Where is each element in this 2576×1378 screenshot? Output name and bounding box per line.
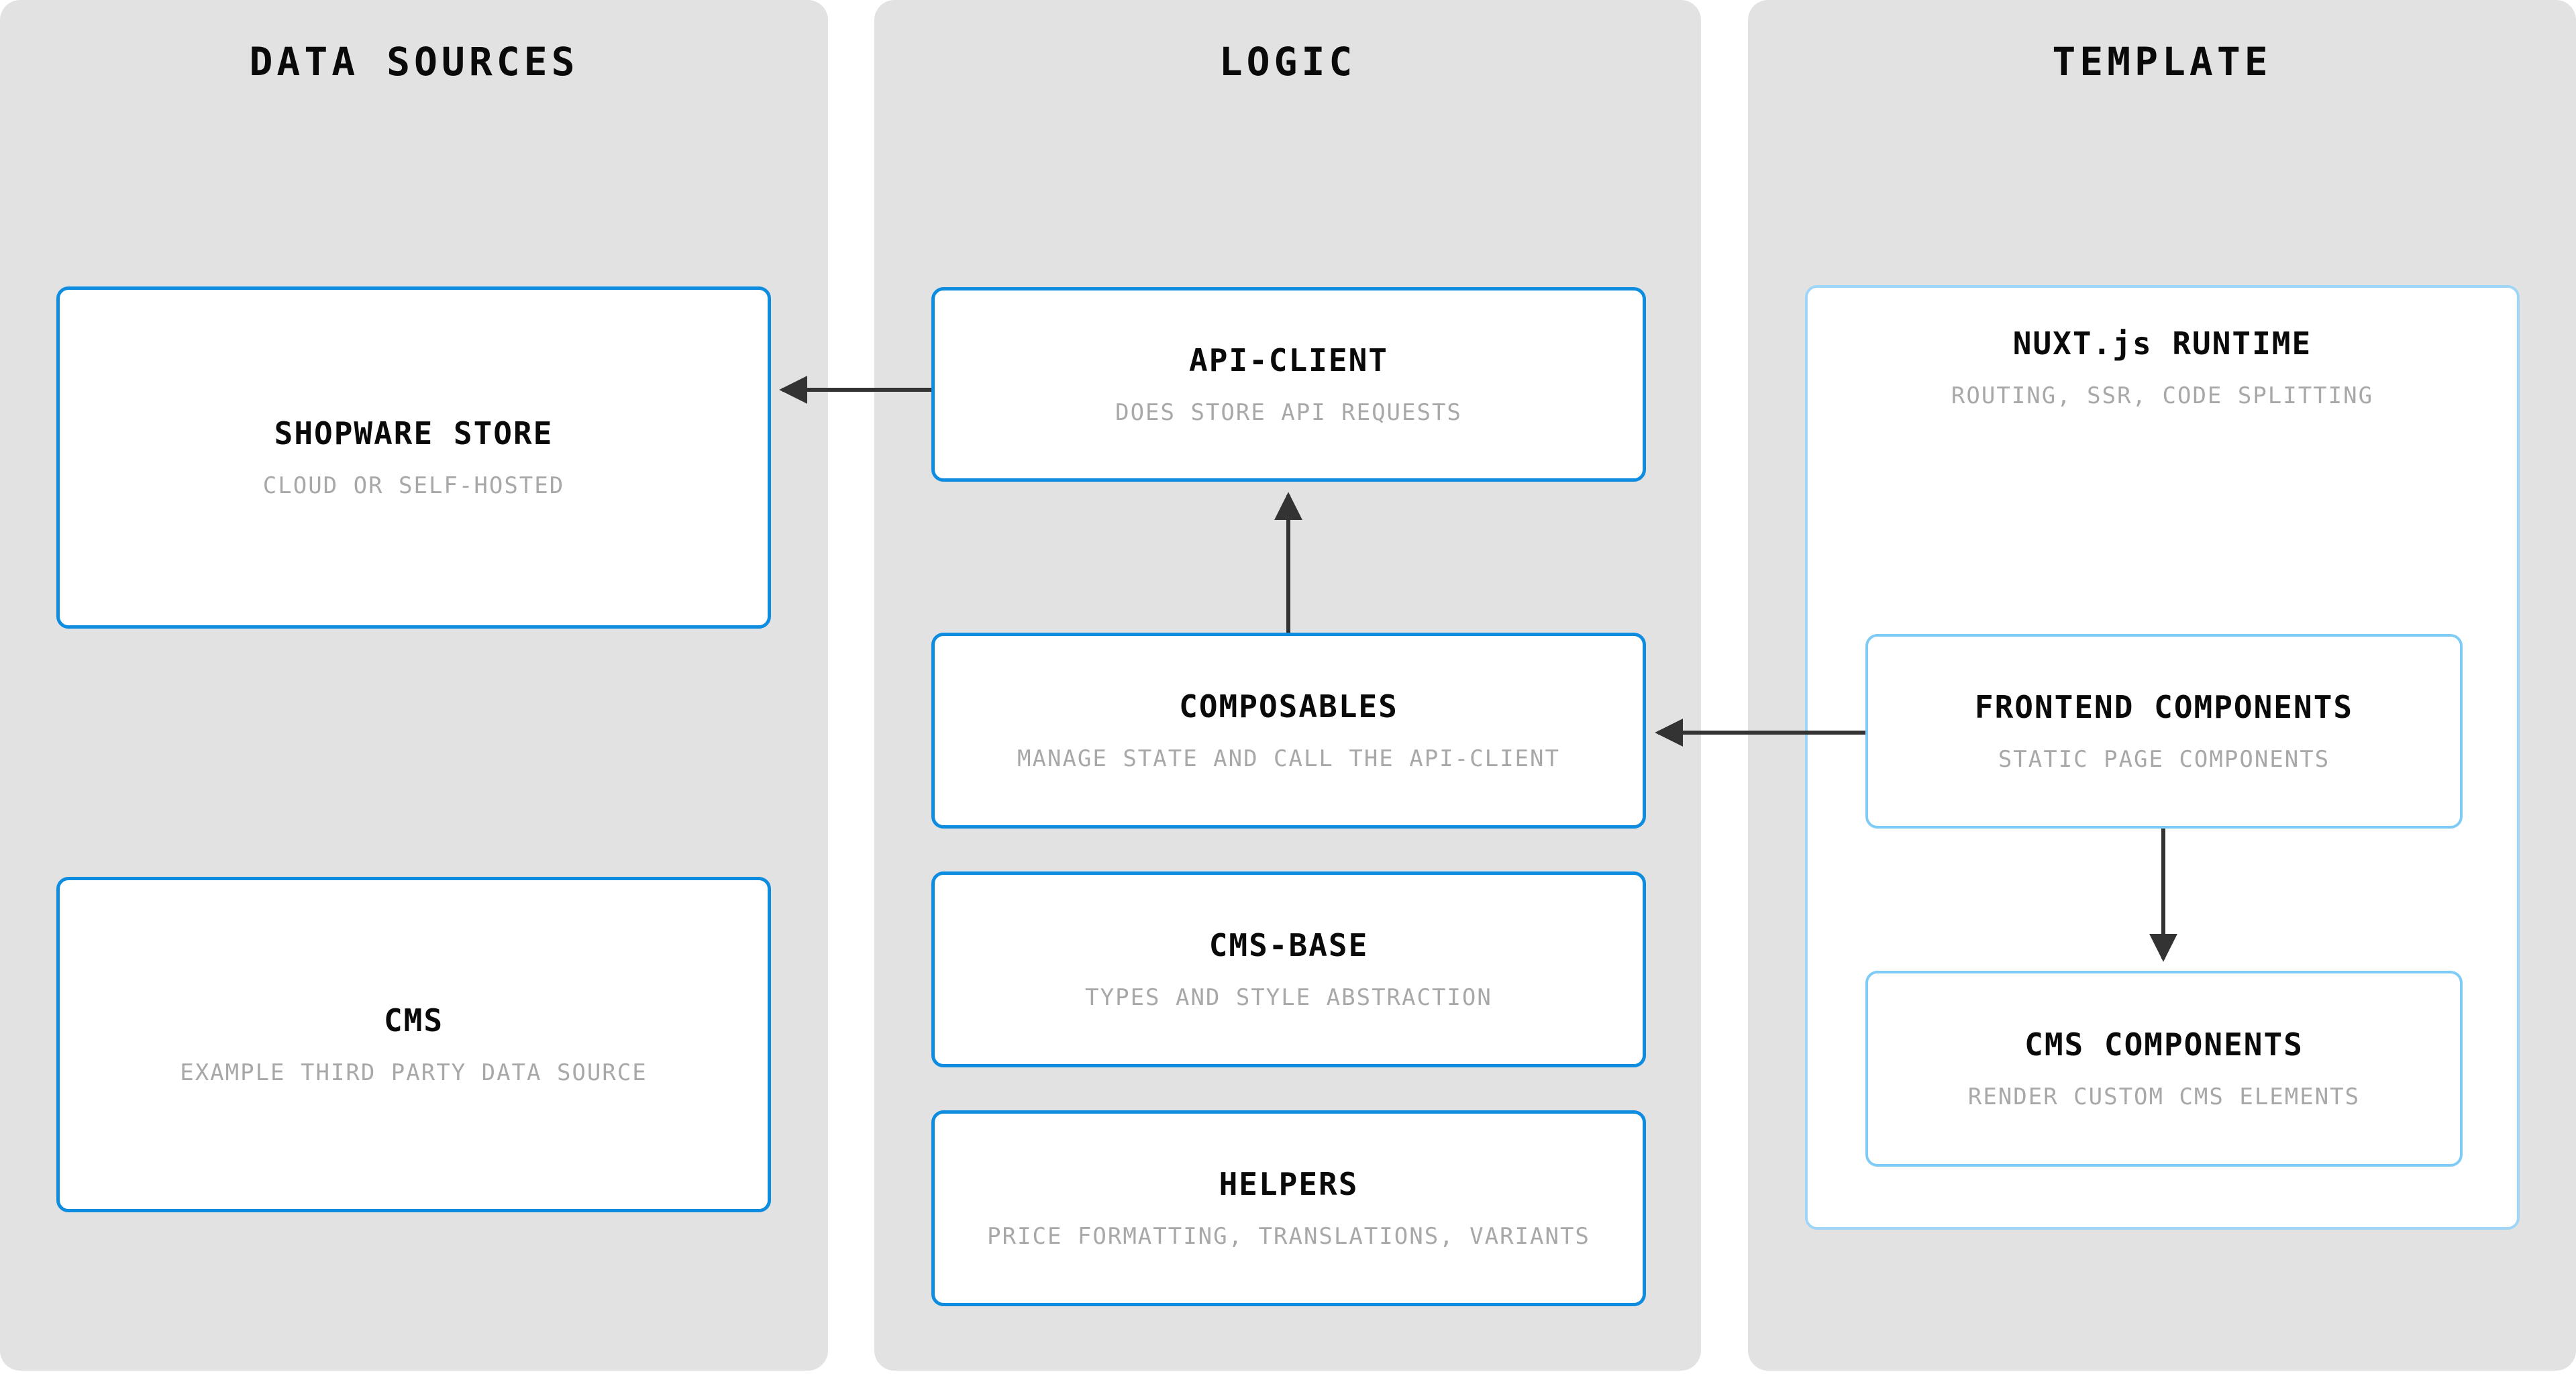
- node-title-frontend-components: FRONTEND COMPONENTS: [1974, 689, 2354, 725]
- column-header-template: TEMPLATE: [2052, 39, 2272, 85]
- node-subtitle-helpers: PRICE FORMATTING, TRANSLATIONS, VARIANTS: [987, 1222, 1590, 1250]
- node-title-api-client: API-CLIENT: [1189, 342, 1388, 378]
- node-title-cms: CMS: [383, 1002, 444, 1039]
- node-title-shopware-store: SHOPWARE STORE: [274, 415, 554, 452]
- node-shopware-store[interactable]: SHOPWARE STORE CLOUD OR SELF-HOSTED: [56, 286, 771, 629]
- node-cms-components[interactable]: CMS COMPONENTS RENDER CUSTOM CMS ELEMENT…: [1865, 971, 2463, 1167]
- node-subtitle-cms-base: TYPES AND STYLE ABSTRACTION: [1085, 984, 1492, 1011]
- node-subtitle-cms-components: RENDER CUSTOM CMS ELEMENTS: [1967, 1083, 2361, 1110]
- node-api-client[interactable]: API-CLIENT DOES STORE API REQUESTS: [931, 287, 1646, 482]
- node-helpers[interactable]: HELPERS PRICE FORMATTING, TRANSLATIONS, …: [931, 1110, 1646, 1306]
- node-subtitle-nuxt-runtime: ROUTING, SSR, CODE SPLITTING: [1951, 382, 2374, 409]
- node-title-cms-components: CMS COMPONENTS: [2024, 1026, 2304, 1063]
- node-title-helpers: HELPERS: [1219, 1166, 1359, 1202]
- node-title-cms-base: CMS-BASE: [1208, 927, 1369, 963]
- column-header-data-sources: DATA SOURCES: [249, 39, 579, 85]
- node-composables[interactable]: COMPOSABLES MANAGE STATE AND CALL THE AP…: [931, 633, 1646, 829]
- node-frontend-components[interactable]: FRONTEND COMPONENTS STATIC PAGE COMPONEN…: [1865, 634, 2463, 829]
- node-subtitle-api-client: DOES STORE API REQUESTS: [1115, 399, 1462, 426]
- node-subtitle-shopware-store: CLOUD OR SELF-HOSTED: [262, 472, 565, 499]
- node-cms-base[interactable]: CMS-BASE TYPES AND STYLE ABSTRACTION: [931, 871, 1646, 1067]
- node-title-nuxt-runtime: NUXT.js RUNTIME: [2012, 325, 2312, 362]
- node-subtitle-composables: MANAGE STATE AND CALL THE API-CLIENT: [1017, 745, 1560, 772]
- column-header-logic: LOGIC: [1219, 39, 1357, 85]
- node-cms[interactable]: CMS EXAMPLE THIRD PARTY DATA SOURCE: [56, 877, 771, 1212]
- node-title-composables: COMPOSABLES: [1179, 688, 1398, 725]
- node-subtitle-cms: EXAMPLE THIRD PARTY DATA SOURCE: [180, 1059, 648, 1086]
- node-subtitle-frontend-components: STATIC PAGE COMPONENTS: [1998, 745, 2330, 773]
